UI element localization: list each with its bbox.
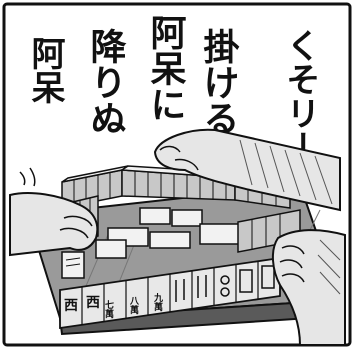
right-hand <box>272 229 346 346</box>
discard-tiles <box>95 207 241 259</box>
left-held-tile <box>61 251 85 279</box>
title-column-4: 降りぬ <box>85 28 126 136</box>
hand-tile-4: 八萬 <box>128 296 140 315</box>
left-hand <box>9 167 99 257</box>
title-column-3: 阿呆に <box>145 14 187 122</box>
title-column-2: 掛ける <box>198 28 240 136</box>
top-hand <box>153 128 341 212</box>
hand-tile-2: 西 <box>86 295 100 311</box>
title-text: くそリーチ 掛ける 阿呆に 降りぬ 阿呆 <box>25 14 320 198</box>
hand-tile-3: 七萬 <box>103 299 114 319</box>
hand-tile-5: 九萬 <box>152 292 164 312</box>
title-column-5: 阿呆 <box>25 36 65 104</box>
player-hand: 西 西 七萬 八萬 九萬 <box>59 256 281 330</box>
hand-tile-1: 西 <box>64 298 78 314</box>
